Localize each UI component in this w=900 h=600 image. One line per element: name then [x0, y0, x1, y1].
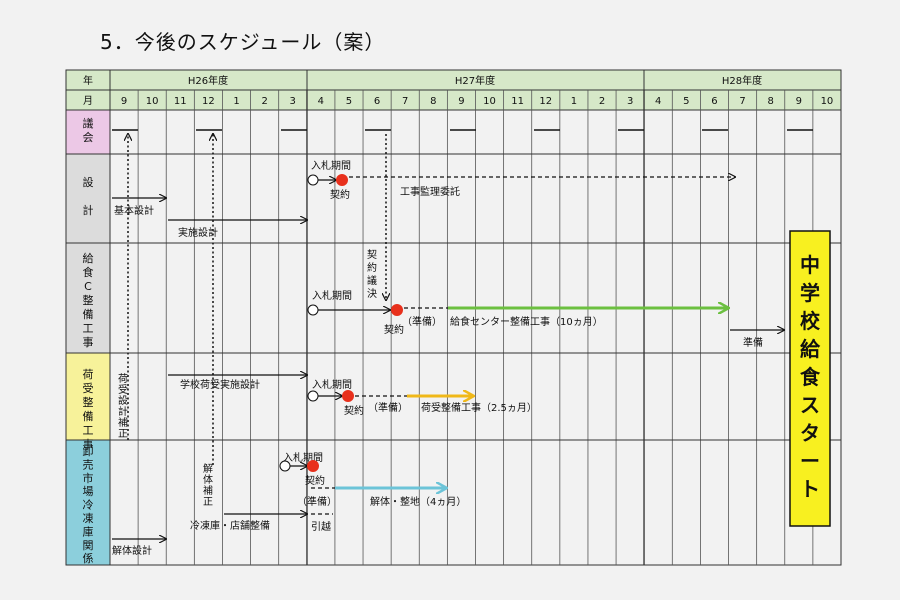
month-label-11: 8	[430, 96, 436, 107]
row-niuke-label-bg	[65, 352, 111, 441]
month-label-8: 5	[346, 96, 352, 107]
category-niuke: 荷受整備工事	[83, 368, 94, 451]
month-label-16: 1	[571, 96, 577, 107]
kyushoku-junbi-paren-label: （準備）	[402, 315, 442, 328]
month-label-18: 3	[627, 96, 633, 107]
month-label-6: 3	[290, 96, 296, 107]
kaitai-sekkei-label: 解体設計	[112, 544, 152, 557]
oroshi-bid-start-marker	[279, 460, 291, 472]
month-label-21: 6	[711, 96, 717, 107]
month-label-4: 1	[233, 96, 239, 107]
month-label-3: 12	[202, 96, 215, 107]
year-h27: H27年度	[455, 74, 495, 87]
month-label-20: 5	[683, 96, 689, 107]
keiyaku-giketsu-label: 契約議決	[367, 248, 377, 300]
month-label-24: 9	[796, 96, 802, 107]
month-label-23: 8	[768, 96, 774, 107]
hikkoshi-label: 引越	[311, 520, 331, 533]
month-label-15: 12	[539, 96, 552, 107]
month-label-17: 2	[599, 96, 605, 107]
kyushoku-junbi-label: 準備	[743, 336, 763, 349]
kyushoku-koji-label: 給食センター整備工事（10ヵ月）	[450, 315, 603, 328]
row-giin-label-bg	[65, 109, 111, 155]
niuke-hosei-label: 荷受設計補正	[118, 373, 128, 440]
month-label-1: 10	[146, 96, 159, 107]
month-label-13: 10	[483, 96, 496, 107]
sekkei-bid-start-marker	[307, 174, 319, 186]
sekkei-contract-milestone	[336, 174, 348, 186]
month-label-7: 4	[318, 96, 324, 107]
month-label-9: 6	[374, 96, 380, 107]
koji-kanri-label: 工事監理委託	[400, 185, 460, 198]
oroshi-keiyaku-label: 契約	[305, 474, 325, 487]
month-label-19: 4	[655, 96, 661, 107]
start-banner-label: 中学校給食スタート	[800, 253, 821, 501]
category-sekkei: 設計	[83, 175, 94, 217]
category-oroshi: 卸売市場冷凍庫関係	[83, 444, 94, 565]
row-sekkei-label-bg	[65, 153, 111, 244]
oroshi-junbi-paren-label: （準備）	[297, 495, 337, 508]
kyushoku-nyusatsu-label: 入札期間	[312, 289, 352, 302]
month-label-22: 7	[739, 96, 745, 107]
kyushoku-keiyaku-label: 契約	[384, 323, 404, 336]
niuke-sekkei-label: 学校荷受実施設計	[180, 378, 260, 391]
year-h26: H26年度	[188, 74, 228, 87]
oroshi-contract-milestone	[307, 460, 319, 472]
niuke-koji-label: 荷受整備工事（2.5ヵ月）	[421, 401, 537, 414]
kaitai-hosei-label: 解体補正	[203, 462, 213, 508]
niuke-bid-start-marker	[307, 390, 319, 402]
kyushoku-bid-start-marker	[307, 304, 319, 316]
month-label-0: 9	[121, 96, 127, 107]
kyushoku-contract-milestone	[391, 304, 403, 316]
sekkei-keiyaku-label: 契約	[330, 188, 350, 201]
niuke-contract-milestone	[342, 390, 354, 402]
niuke-junbi-paren-label: （準備）	[368, 401, 408, 414]
month-label-2: 11	[174, 96, 187, 107]
month-label-12: 9	[458, 96, 464, 107]
niuke-keiyaku-label: 契約	[344, 404, 364, 417]
month-label-25: 10	[821, 96, 834, 107]
niuke-nyusatsu-label: 入札期間	[312, 378, 352, 391]
month-label-5: 2	[261, 96, 267, 107]
start-banner	[789, 230, 831, 527]
kaitai-seichi-label: 解体・整地（4ヵ月）	[370, 495, 466, 508]
year-header-label: 年	[83, 74, 93, 87]
reitoko-label: 冷凍庫・店舗整備	[190, 519, 270, 532]
row-oroshi-label-bg	[65, 439, 111, 566]
sekkei-nyusatsu-label: 入札期間	[311, 159, 351, 172]
month-label-10: 7	[402, 96, 408, 107]
kihon-sekkei-label: 基本設計	[114, 204, 154, 217]
year-h28: H28年度	[722, 74, 762, 87]
category-giin: 議会	[83, 116, 94, 144]
row-kyushoku-label-bg	[65, 242, 111, 354]
page-title: 5．今後のスケジュール（案）	[100, 30, 386, 54]
month-header-label: 月	[83, 95, 93, 107]
jisshi-sekkei-label: 実施設計	[178, 226, 218, 239]
month-label-14: 11	[511, 96, 524, 107]
